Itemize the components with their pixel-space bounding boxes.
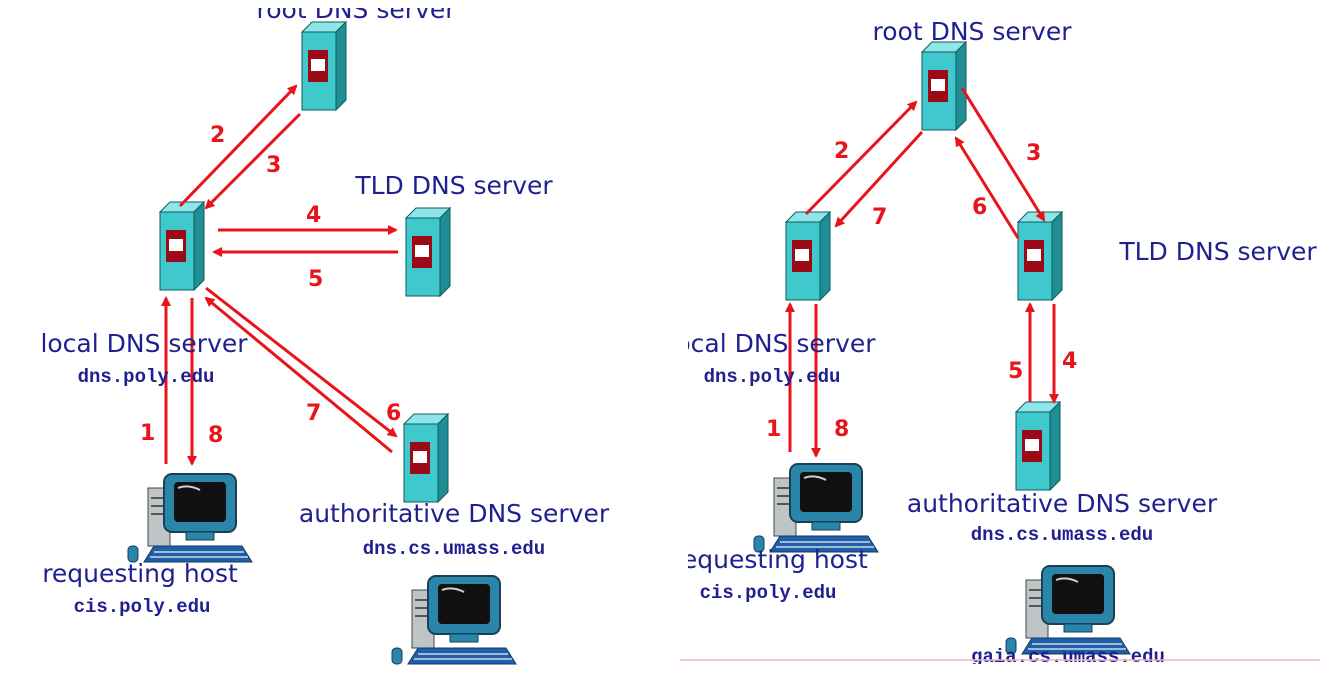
left-arrow-2 bbox=[178, 84, 298, 208]
right-arrow-3 bbox=[960, 87, 1046, 222]
left-auth-host: dns.cs.umass.edu bbox=[363, 538, 545, 560]
left-step-7: 7 bbox=[306, 401, 321, 426]
right-arrow-2 bbox=[804, 100, 918, 216]
right-tld-label: TLD DNS server bbox=[1118, 237, 1317, 266]
left-step-3: 3 bbox=[266, 153, 281, 178]
left-local-server-icon bbox=[159, 201, 205, 291]
left-diagram: 2 3 4 5 6 7 1 8 root DNS server TLD DNS … bbox=[40, 0, 610, 665]
right-root-label: root DNS server bbox=[873, 17, 1073, 46]
left-requesting-host: cis.poly.edu bbox=[74, 596, 211, 618]
left-step-4: 4 bbox=[306, 203, 321, 228]
right-local-label: local DNS server bbox=[668, 329, 876, 358]
right-local-host: dns.poly.edu bbox=[704, 366, 841, 388]
left-step-5: 5 bbox=[308, 267, 323, 292]
right-diagram: 2 7 3 6 5 4 1 8 root DNS server TLD DNS … bbox=[668, 17, 1317, 668]
left-arrow-6 bbox=[205, 286, 398, 438]
right-step-1: 1 bbox=[766, 417, 781, 442]
left-requesting-host-icon bbox=[127, 473, 253, 563]
right-authoritative-server-icon bbox=[1015, 401, 1061, 491]
left-root-server-icon bbox=[301, 21, 347, 111]
right-step-8: 8 bbox=[834, 417, 849, 442]
right-target-host-icon bbox=[1005, 565, 1131, 655]
left-local-label: local DNS server bbox=[40, 329, 248, 358]
right-step-3: 3 bbox=[1026, 141, 1041, 166]
left-requesting-label: requesting host bbox=[42, 559, 238, 588]
right-step-2: 2 bbox=[834, 139, 849, 164]
right-requesting-host: cis.poly.edu bbox=[700, 582, 837, 604]
right-bottom-crop bbox=[900, 664, 1340, 680]
right-requesting-label: requesting host bbox=[672, 545, 868, 574]
right-step-7: 7 bbox=[872, 205, 887, 230]
right-arrow-6 bbox=[954, 136, 1020, 239]
right-target-host: gaia.cs.umass.edu bbox=[971, 646, 1165, 668]
right-panel-crop bbox=[648, 0, 688, 680]
right-step-5: 5 bbox=[1008, 359, 1023, 384]
right-tld-server-icon bbox=[1017, 211, 1063, 301]
left-local-host: dns.poly.edu bbox=[78, 366, 215, 388]
left-step-8: 8 bbox=[208, 423, 223, 448]
left-step-2: 2 bbox=[210, 123, 225, 148]
right-root-server-icon bbox=[921, 41, 967, 131]
left-auth-label: authoritative DNS server bbox=[299, 499, 610, 528]
left-top-crop bbox=[230, 0, 480, 8]
left-authoritative-server-icon bbox=[403, 413, 449, 503]
left-step-6: 6 bbox=[386, 401, 401, 426]
left-tld-server-icon bbox=[405, 207, 451, 297]
left-arrow-3 bbox=[204, 112, 302, 210]
right-auth-host: dns.cs.umass.edu bbox=[971, 524, 1153, 546]
right-step-6: 6 bbox=[972, 195, 987, 220]
left-panel-crop bbox=[0, 0, 28, 680]
right-arrow-7 bbox=[834, 130, 924, 228]
right-local-server-icon bbox=[785, 211, 831, 301]
right-requesting-host-icon bbox=[753, 463, 879, 553]
right-auth-label: authoritative DNS server bbox=[907, 489, 1218, 518]
left-tld-label: TLD DNS server bbox=[354, 171, 553, 200]
left-target-host-icon bbox=[391, 575, 517, 665]
left-step-1: 1 bbox=[140, 421, 155, 446]
right-step-4: 4 bbox=[1062, 349, 1077, 374]
left-arrow-7 bbox=[204, 296, 393, 454]
